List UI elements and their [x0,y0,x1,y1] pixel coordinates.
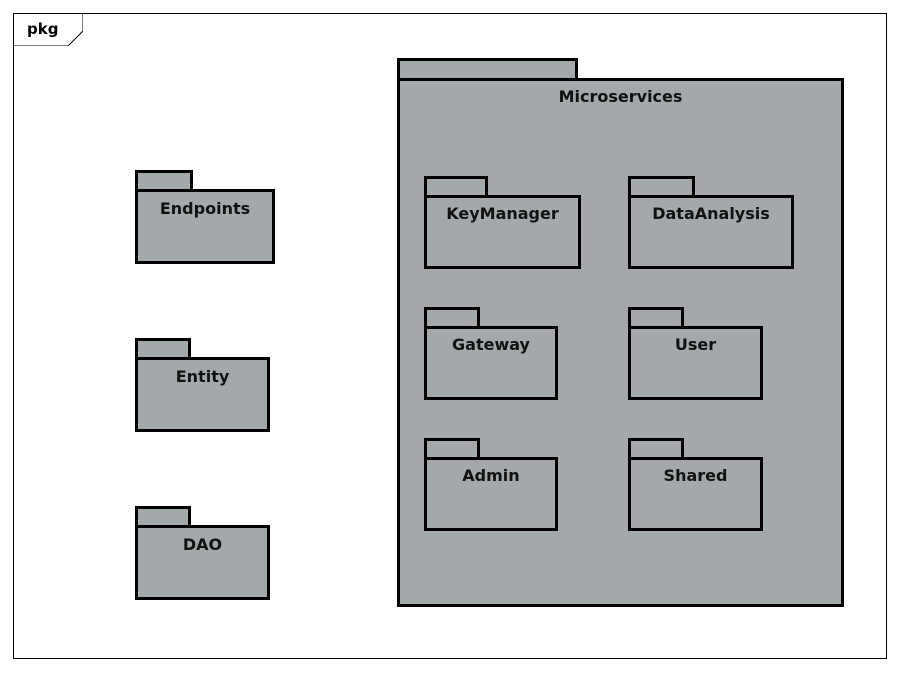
package-label: Admin [462,466,520,485]
package-tab [397,58,578,81]
package-label: Shared [663,466,728,485]
package-label: DAO [182,535,223,554]
package-body [135,357,270,432]
package-body [628,457,763,531]
frame-tag-shape [13,13,83,46]
package-body [135,189,275,264]
package-shared[interactable]: Shared [628,438,763,531]
package-entity[interactable]: Entity [135,338,270,432]
package-body [628,195,794,269]
package-gateway[interactable]: Gateway [424,307,558,400]
package-body [135,525,270,600]
package-body [424,457,558,531]
package-tab [135,506,191,528]
package-label: User [674,335,717,354]
package-label: Entity [175,367,230,386]
package-label: Microservices [558,87,683,106]
package-tab [424,176,488,198]
frame-tag-label: pkg [27,20,59,38]
package-tab [628,438,684,460]
package-endpoints[interactable]: Endpoints [135,170,275,264]
package-microservices[interactable]: Microservices KeyManager DataAnalysis Ga… [397,58,844,607]
package-key-manager[interactable]: KeyManager [424,176,581,269]
package-dao[interactable]: DAO [135,506,270,600]
package-label: DataAnalysis [652,204,770,223]
package-data-analysis[interactable]: DataAnalysis [628,176,794,269]
diagram-frame [13,13,887,659]
package-tab [628,176,695,198]
package-body [628,326,763,400]
package-admin[interactable]: Admin [424,438,558,531]
package-body [424,326,558,400]
package-tab [424,438,480,460]
package-tab [424,307,480,329]
package-user[interactable]: User [628,307,763,400]
package-label: Gateway [452,335,530,354]
package-label: Endpoints [159,199,251,218]
package-label: KeyManager [446,204,559,223]
package-body [424,195,581,269]
package-tab [135,170,193,192]
package-tab [135,338,191,360]
package-tab [628,307,684,329]
